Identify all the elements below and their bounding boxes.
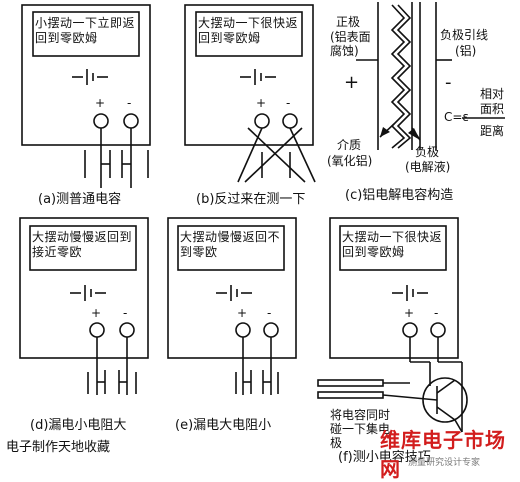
caption-f: (f)测小电容技巧	[338, 450, 431, 465]
meter-screen-e: 大摆动慢慢返回不到零欧	[180, 230, 281, 259]
meter-screen-d: 大摆动慢慢返回到接近零欧	[32, 230, 133, 259]
footer-credit: 电子制作天地收藏	[6, 440, 111, 455]
negative-lead-label: 负极引线	[440, 28, 489, 42]
negative-sublabel: (电解液)	[405, 160, 451, 174]
negative-label: 负极	[415, 145, 440, 159]
positive-sign: +	[344, 72, 360, 93]
terminal-plus-f: +	[404, 306, 415, 320]
capacitance-formula-lhs: C=ε	[444, 110, 469, 124]
diagram-drawing	[19, 2, 505, 433]
negative-sign: -	[445, 72, 452, 93]
negative-lead-sublabel: (铝)	[455, 44, 477, 58]
meter-b	[184, 4, 316, 183]
meter-a	[21, 4, 151, 188]
terminal-minus-a: -	[127, 96, 132, 110]
meter-d	[19, 217, 149, 395]
formula-denominator: 距离	[480, 124, 505, 138]
terminal-minus-f: -	[434, 306, 439, 320]
terminal-plus-d: +	[91, 306, 102, 320]
caption-b: (b)反过来在测一下	[196, 192, 306, 207]
tip-note: 将电容同时碰一下集电极	[330, 408, 391, 450]
terminal-minus-e: -	[267, 306, 272, 320]
diagram: 小摆动一下立即返回到零欧姆 大摆动一下很快返回到零欧姆 大摆动慢慢返回到接近零欧…	[6, 2, 505, 481]
meter-e	[167, 217, 297, 395]
formula-numerator-2: 面积	[480, 102, 505, 116]
terminal-plus-a: +	[95, 96, 106, 110]
meter-screen-a: 小摆动一下立即返回到零欧姆	[35, 16, 136, 45]
caption-c: (c)铝电解电容构造	[345, 188, 454, 203]
positive-label: 正极	[336, 15, 361, 29]
meter-f	[317, 217, 468, 433]
caption-a: (a)测普通电容	[38, 192, 122, 207]
positive-sublabel: (铝表面腐蚀)	[330, 30, 371, 58]
dielectric-sublabel: (氧化铝)	[327, 154, 373, 168]
formula-numerator-1: 相对	[480, 87, 505, 101]
caption-d: (d)漏电小电阻大	[30, 418, 127, 433]
watermark-main: 维库电子市场网	[380, 428, 506, 481]
caption-e: (e)漏电大电阻小	[175, 418, 272, 433]
terminal-minus-b: -	[286, 96, 291, 110]
watermark-sub: 测量研究设计专家	[408, 458, 481, 468]
dielectric-label: 介质	[337, 138, 362, 152]
meter-screen-f: 大摆动一下很快返回到零欧姆	[342, 230, 443, 259]
terminal-minus-d: -	[123, 306, 128, 320]
meter-screen-b: 大摆动一下很快返回到零欧姆	[198, 16, 299, 45]
terminal-plus-b: +	[256, 96, 267, 110]
terminal-plus-e: +	[237, 306, 248, 320]
